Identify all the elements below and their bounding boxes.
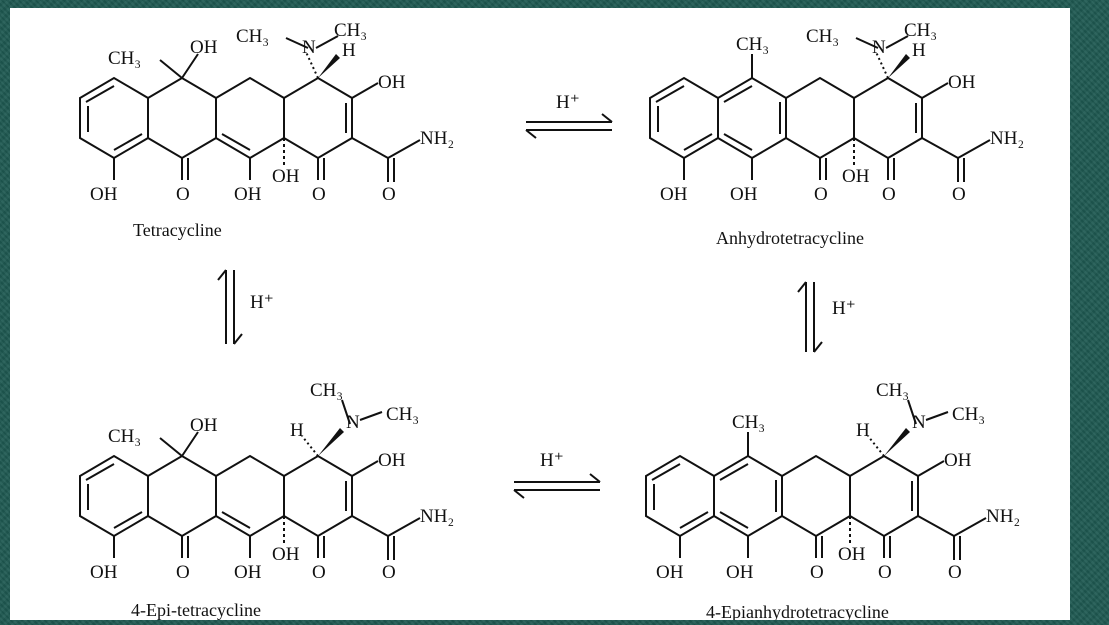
tc-o-ring-b: O [176,184,190,205]
tc-oh-ring-d: OH [378,72,406,93]
epiah-o-ring-c: O [810,562,824,583]
epi-nh2-label: NH₂ [420,506,454,527]
epi-oh-ring-d: OH [378,450,406,471]
epi-tetracycline-name: 4-Epi-tetracycline [131,600,261,620]
ahtc-oh-junction: OH [842,166,870,187]
epianhydrotetracycline-structure: CH₃ CH₃ N CH₃ H OH NH₂ O OH OH O OH O [645,380,1020,583]
tc-oh-ring-a: OH [90,184,118,205]
epiah-nh2-label: NH₂ [986,506,1020,527]
epiah-oh-ring-a: OH [656,562,684,583]
tc-nme-ch3-right: CH₃ [334,20,367,41]
epi-o-ring-b: O [176,562,190,583]
equilibrium-arrow-right: H⁺ [797,281,856,353]
epi-ch3-label: CH₃ [108,426,141,447]
tc-h-label: H [342,40,356,61]
epi-oh-label: OH [190,415,218,436]
ahtc-n-label: N [872,37,886,58]
tc-oh-junction: OH [272,166,300,187]
epiah-oh-junction: OH [838,544,866,565]
epiah-oh-ring-b: OH [726,562,754,583]
epianhydrotetracycline-name: 4-Epianhydrotetracycline [706,602,889,620]
anhydrotetracycline-name: Anhydrotetracycline [716,228,864,248]
epi-nme-ch3-right: CH₃ [386,404,419,425]
anhydrotetracycline-structure: CH₃ CH₃ N CH₃ H OH NH₂ O OH OH O OH O [649,20,1024,205]
epiah-amide-o: O [948,562,962,583]
tc-n-label: N [302,37,316,58]
tc-ch3-label: CH₃ [108,48,141,69]
equilibrium-arrow-bottom: H⁺ [513,450,601,499]
tc-nh2-label: NH₂ [420,128,454,149]
epi-oh-ring-a: OH [90,562,118,583]
tetracycline-name: Tetracycline [133,220,222,240]
epi-tetracycline-structure: CH₃ OH CH₃ N CH₃ H OH NH₂ O OH O OH OH O [79,380,454,583]
hplus-right: H⁺ [832,298,856,319]
tetracycline-structure: CH₃ OH CH₃ N CH₃ H OH NH₂ O OH O OH OH O [79,20,454,205]
ahtc-nh2-label: NH₂ [990,128,1024,149]
hplus-left: H⁺ [250,292,274,313]
ahtc-oh-ring-b: OH [730,184,758,205]
hplus-top: H⁺ [556,92,580,113]
epiah-n-label: N [912,412,926,433]
ahtc-o-ring-d: O [882,184,896,205]
equilibrium-arrow-top: H⁺ [525,92,613,139]
tc-oh-label: OH [190,37,218,58]
hplus-bottom: H⁺ [540,450,564,471]
epi-nme-ch3-top: CH₃ [310,380,343,401]
epi-h-label: H [290,420,304,441]
epiah-ch3-label: CH₃ [732,412,765,433]
epi-n-label: N [346,412,360,433]
reaction-scheme: CH₃ OH CH₃ N CH₃ H OH NH₂ O OH O OH OH O… [79,20,1024,620]
epiah-o-ring-d: O [878,562,892,583]
epiah-nme-ch3-right: CH₃ [952,404,985,425]
ahtc-amide-o: O [952,184,966,205]
reaction-scheme-panel: CH₃ OH CH₃ N CH₃ H OH NH₂ O OH O OH OH O… [10,8,1070,620]
epiah-oh-ring-d: OH [944,450,972,471]
ahtc-nme-ch3-left: CH₃ [806,26,839,47]
epi-oh-junction: OH [272,544,300,565]
epiah-nme-ch3-top: CH₃ [876,380,909,401]
epi-o-ring-d: O [312,562,326,583]
epi-amide-o: O [382,562,396,583]
ahtc-o-ring-c: O [814,184,828,205]
epi-oh-ring-c: OH [234,562,262,583]
ahtc-nme-ch3-right: CH₃ [904,20,937,41]
tc-nme-ch3-left: CH₃ [236,26,269,47]
equilibrium-arrow-left: H⁺ [217,269,274,345]
tc-oh-ring-c: OH [234,184,262,205]
tc-amide-o: O [382,184,396,205]
epiah-h-label: H [856,420,870,441]
ahtc-oh-ring-d: OH [948,72,976,93]
ahtc-ch3-label: CH₃ [736,34,769,55]
tc-o-ring-d: O [312,184,326,205]
ahtc-h-label: H [912,40,926,61]
ahtc-oh-ring-a: OH [660,184,688,205]
